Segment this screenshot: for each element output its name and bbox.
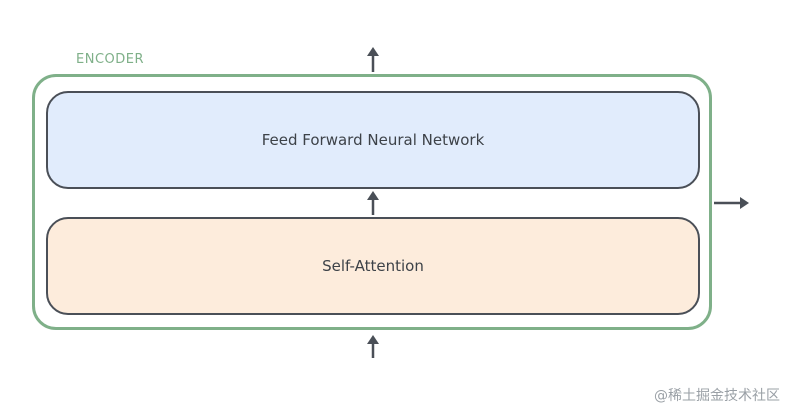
- arrow-output-top: [367, 47, 379, 72]
- encoder-container: [32, 74, 712, 330]
- arrow-up-icon: [367, 335, 379, 344]
- encoder-label: ENCODER: [76, 52, 145, 67]
- arrow-right-icon: [740, 197, 749, 209]
- self-attention-label: Self-Attention: [322, 257, 424, 275]
- arrow-output-right: [714, 197, 749, 209]
- arrow-up-icon: [367, 47, 379, 56]
- feed-forward-label: Feed Forward Neural Network: [261, 131, 485, 149]
- self-attention-layer: Self-Attention: [46, 217, 700, 315]
- arrow-input-bottom: [367, 335, 379, 358]
- feed-forward-layer: Feed Forward Neural Network: [46, 91, 700, 189]
- watermark: @稀土掘金技术社区: [654, 388, 780, 404]
